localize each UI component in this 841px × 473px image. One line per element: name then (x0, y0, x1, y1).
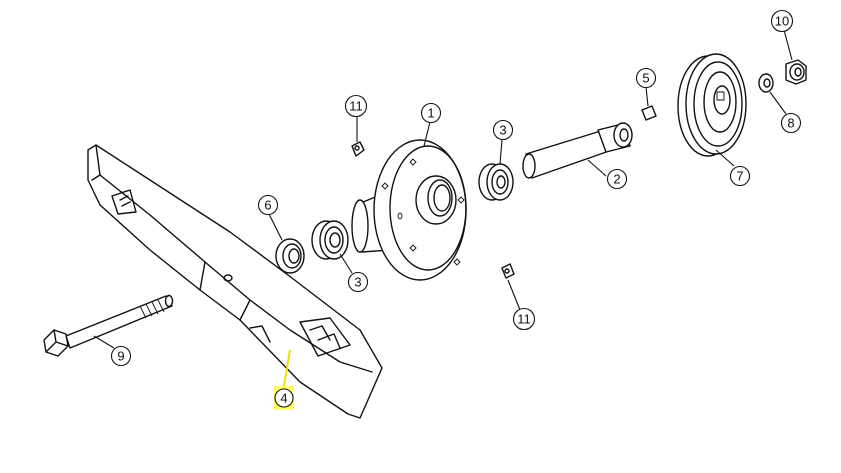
svg-text:3: 3 (499, 123, 506, 138)
mower-blade (87, 144, 383, 419)
svg-text:7: 7 (736, 169, 743, 184)
callout-8: 8 (780, 112, 802, 134)
grease-fitting-upper (351, 141, 365, 157)
leader-lines (93, 29, 793, 387)
upper-bearing (478, 163, 514, 201)
grease-fitting-lower (501, 263, 515, 279)
hex-nut (785, 59, 807, 85)
svg-text:2: 2 (613, 172, 620, 187)
svg-text:5: 5 (642, 71, 649, 86)
svg-text:11: 11 (517, 312, 531, 327)
callout-6: 6 (257, 194, 279, 216)
callout-10: 10 (770, 9, 794, 33)
spindle-housing (351, 139, 467, 281)
svg-text:8: 8 (787, 116, 794, 131)
svg-text:10: 10 (775, 14, 789, 29)
drive-pulley (677, 53, 747, 157)
callout-2: 2 (606, 168, 628, 190)
callout-9: 9 (110, 345, 132, 367)
spacer-washer (275, 238, 305, 274)
svg-text:1: 1 (427, 106, 434, 121)
callout-4-highlighted: 4 (274, 386, 294, 410)
callout-11-lower: 11 (512, 307, 536, 331)
svg-text:4: 4 (280, 391, 287, 406)
svg-text:11: 11 (349, 99, 363, 114)
spindle-shaft (522, 122, 633, 179)
svg-text:6: 6 (264, 198, 271, 213)
lower-bearing (311, 220, 349, 260)
callout-11-upper: 11 (344, 94, 368, 118)
flat-washer (758, 73, 774, 93)
callout-3-lower: 3 (347, 271, 369, 293)
shaft-key (641, 105, 657, 121)
callout-3-upper: 3 (492, 119, 514, 141)
blade-bolt (43, 294, 174, 357)
callout-7: 7 (729, 165, 751, 187)
svg-text:3: 3 (354, 275, 361, 290)
callout-5: 5 (635, 67, 657, 89)
svg-text:9: 9 (117, 349, 124, 364)
callout-1: 1 (420, 102, 442, 124)
